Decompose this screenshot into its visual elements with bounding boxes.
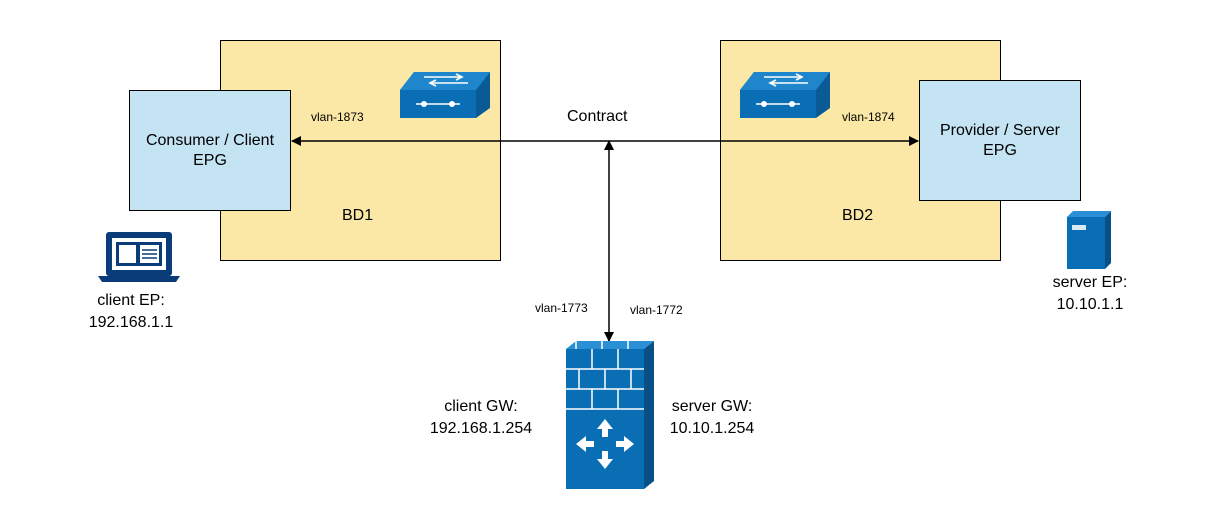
vlan-1772-label: vlan-1772 xyxy=(630,303,683,317)
switch-icon xyxy=(400,72,490,118)
client-gw-label: client GW: 192.168.1.254 xyxy=(420,396,542,440)
provider-epg-box: Provider / Server EPG xyxy=(919,80,1081,201)
server-gw-title: server GW: xyxy=(671,398,753,415)
client-ep-ip: 192.168.1.1 xyxy=(88,314,174,331)
client-gw-ip: 192.168.1.254 xyxy=(429,420,533,437)
server-icon xyxy=(1067,211,1111,269)
switch-icon xyxy=(740,72,830,118)
contract-label: Contract xyxy=(567,108,628,125)
client-gw-title: client GW: xyxy=(444,398,518,415)
consumer-epg-sublabel: EPG xyxy=(193,151,227,169)
bd1-label: BD1 xyxy=(342,207,374,224)
server-ep-title: server EP: xyxy=(1052,274,1128,291)
vlan-1874-label: vlan-1874 xyxy=(842,110,895,124)
provider-epg-label: Provider / Server xyxy=(939,121,1061,139)
firewall-router-icon xyxy=(566,341,654,489)
server-gw-ip: 10.10.1.254 xyxy=(669,420,755,437)
server-ep-label: server EP: 10.10.1.1 xyxy=(1030,272,1150,316)
vlan-1873-label: vlan-1873 xyxy=(311,110,364,124)
laptop-icon xyxy=(98,232,180,282)
client-ep-label: client EP: 192.168.1.1 xyxy=(66,290,196,334)
server-ep-ip: 10.10.1.1 xyxy=(1056,296,1124,313)
vlan-1773-label: vlan-1773 xyxy=(535,301,588,315)
consumer-epg-box: Consumer / Client EPG xyxy=(129,90,291,211)
bd2-label: BD2 xyxy=(842,207,874,224)
provider-epg-sublabel: EPG xyxy=(983,141,1017,159)
server-gw-label: server GW: 10.10.1.254 xyxy=(654,396,770,440)
consumer-epg-label: Consumer / Client xyxy=(145,131,275,149)
client-ep-title: client EP: xyxy=(97,292,165,309)
